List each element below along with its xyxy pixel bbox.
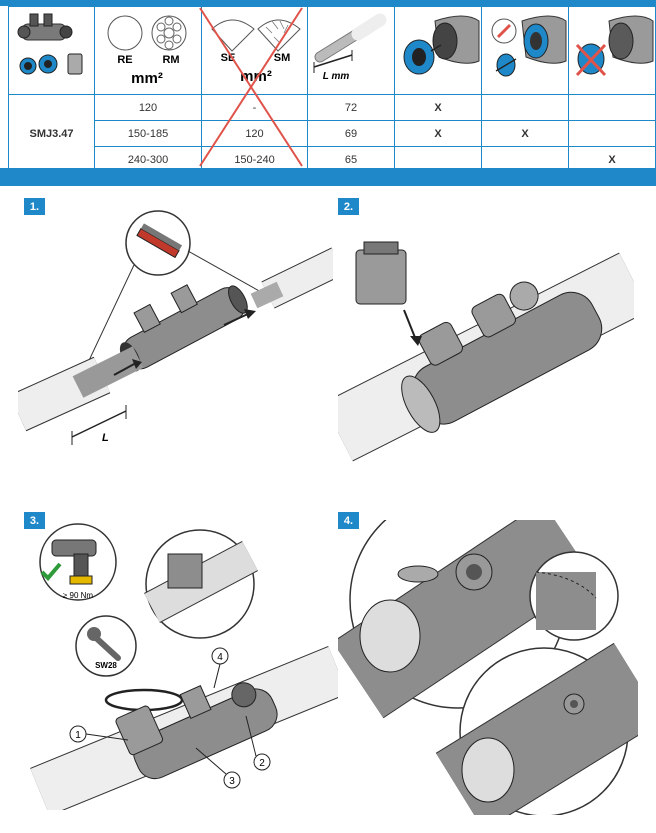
connector-parts-icon [17, 13, 82, 75]
rm-label: RM [162, 54, 179, 66]
callout-1: 1 [75, 730, 81, 741]
top-accent-bar [0, 0, 656, 6]
unit-label-round: mm² [131, 70, 163, 87]
round-conductor-header: RE RM mm² [94, 6, 202, 95]
insert-removed-cell [481, 6, 569, 95]
col1-cell: X [394, 94, 482, 121]
callout-4: 4 [217, 652, 223, 663]
col3-cell [568, 94, 656, 121]
connector-parts-cell [8, 6, 95, 95]
no-insert-cell [568, 6, 656, 95]
insert-removal-icon [491, 15, 567, 77]
sm-label: SM [274, 52, 291, 64]
step-2-illustration [338, 241, 634, 462]
model-label: SMJ3.47 [8, 94, 95, 173]
col3-cell [568, 120, 656, 147]
torque-label: ≥ 90 Nm [63, 591, 94, 600]
spec-table-section: RE RM mm² SE SM mm² [0, 6, 656, 173]
no-insert-icon [575, 15, 654, 77]
callout-2: 2 [259, 758, 265, 769]
col2-cell [481, 94, 569, 121]
col1-cell: X [394, 120, 482, 147]
step-badge-1: 1. [24, 198, 45, 215]
wrench-size-label: SW28 [95, 661, 117, 670]
sector-conductor-icons: SE SM mm² [211, 19, 301, 85]
strip-length-icon: L mm [313, 13, 387, 82]
re-label: RE [117, 54, 132, 66]
se-label: SE [221, 52, 236, 64]
insert-fitted-icon [403, 15, 480, 75]
step-badge-2: 2. [338, 198, 359, 215]
length-cell: 69 [307, 120, 395, 147]
spec-table: RE RM mm² SE SM mm² [8, 6, 656, 173]
table-row: SMJ3.47 120 - 72 X [8, 94, 656, 173]
callout-3: 3 [229, 776, 235, 787]
insert-shearbolt-cell [394, 6, 482, 95]
step-3-illustration: ≥ 90 Nm SW28 1 2 3 4 [30, 523, 338, 810]
round-conductor-icons: RE RM mm² [107, 15, 187, 87]
re-rm-cell: 120 [94, 94, 202, 121]
step-badge-4: 4. [338, 512, 359, 529]
step-4-illustration [338, 520, 638, 815]
section-divider-bar [0, 168, 656, 186]
re-rm-cell: 150-185 [94, 120, 202, 147]
dimension-l-label: L [102, 432, 109, 444]
col2-cell: X [481, 120, 569, 147]
length-cell: 72 [307, 94, 395, 121]
length-label: L mm [323, 71, 350, 82]
step-badge-3: 3. [24, 512, 45, 529]
sector-not-applicable-cross [199, 7, 303, 167]
table-row: 150-185 120 69 X X [9, 120, 656, 147]
length-header: L mm [307, 6, 395, 95]
step-1-illustration: L [18, 210, 333, 445]
